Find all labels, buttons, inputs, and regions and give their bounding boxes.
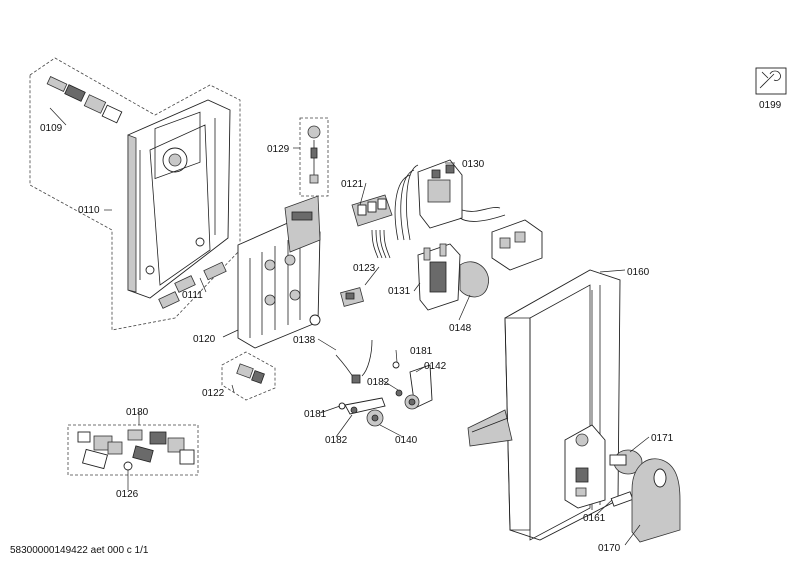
label-0182-a: 0182 [367,377,390,388]
fittings-0111 [158,261,227,309]
label-0182-b: 0182 [325,435,348,446]
leader-lines [49,107,650,546]
label-0123: 0123 [353,263,376,274]
document-footer: 58300000149422 aet 000 c 1/1 [10,545,149,556]
label-0140: 0140 [395,435,418,446]
part-labels: 0109 0110 0111 0120 0121 0122 0123 0126 … [40,100,782,554]
label-0142: 0142 [424,361,447,372]
connector-0123 [340,287,364,307]
label-0170: 0170 [598,543,621,554]
front-cover-0160 [467,269,621,541]
label-0120: 0120 [193,334,216,345]
label-0111: 0111 [182,290,203,301]
cap-0148 [459,261,489,298]
valve-pin-0129 [299,117,329,197]
label-0122: 0122 [202,388,225,399]
label-0131: 0131 [388,286,411,297]
sensor-0122 [221,351,276,401]
label-0129: 0129 [267,144,290,155]
seals-0181-0182 [338,361,403,414]
label-0109: 0109 [40,123,63,134]
back-panel-group [29,57,241,331]
label-0121: 0121 [341,179,364,190]
cables-0123 [371,229,391,259]
label-0180: 0180 [126,407,149,418]
label-0199: 0199 [759,100,782,111]
label-0171: 0171 [651,433,674,444]
label-0160: 0160 [627,267,650,278]
heating-block-0120 [237,195,321,349]
terminal-block-0121 [351,194,393,227]
screw-0161 [610,491,634,507]
electronics-0131 [417,243,461,311]
label-0126: 0126 [116,489,139,500]
temp-sensor-0138 [335,339,373,384]
fitting-set-0180 [67,424,199,476]
back-panel-0110 [127,99,231,299]
label-0181-b: 0181 [304,409,327,420]
label-0130: 0130 [462,159,485,170]
label-0161: 0161 [583,513,606,524]
label-0138: 0138 [293,335,316,346]
knob-0171 [609,449,643,475]
contactor-0130 [394,159,543,271]
cover-cap-0170 [631,458,681,543]
pipe-0140 [344,397,386,427]
wrench-service-icon [755,67,787,95]
label-0110: 0110 [78,205,100,216]
label-0181-a: 0181 [410,346,433,357]
label-0148: 0148 [449,323,472,334]
screw-set-0109 [46,76,123,124]
